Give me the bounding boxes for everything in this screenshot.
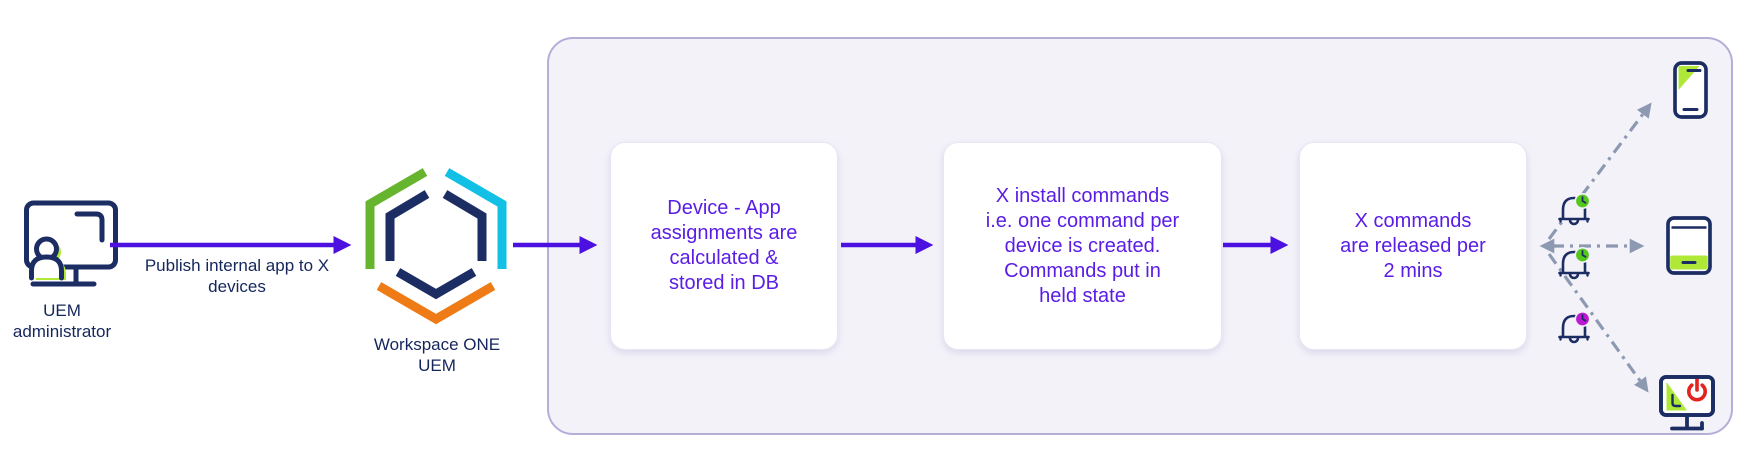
process-step-assignments: Device - App assignments are calculated …: [610, 142, 838, 350]
publish-arrow-label: Publish internal app to X devices: [144, 256, 330, 296]
admin-label: UEM administrator: [12, 301, 112, 341]
step-text: X install commands i.e. one command per …: [985, 184, 1180, 307]
process-step-install-commands: X install commands i.e. one command per …: [943, 142, 1222, 350]
workspace-one-uem-hexagon-logo: [365, 168, 507, 325]
step-text: Device - App assignments are calculated …: [650, 197, 798, 294]
admin-workstation-icon: [24, 200, 118, 287]
step-text: X commands are released per 2 mins: [1340, 209, 1486, 282]
workspace-one-uem-label: Workspace ONE UEM: [373, 335, 501, 375]
admin-person-icon: [34, 236, 59, 262]
admin-person-shadow: [41, 242, 61, 262]
process-step-release: X commands are released per 2 mins: [1299, 142, 1527, 350]
